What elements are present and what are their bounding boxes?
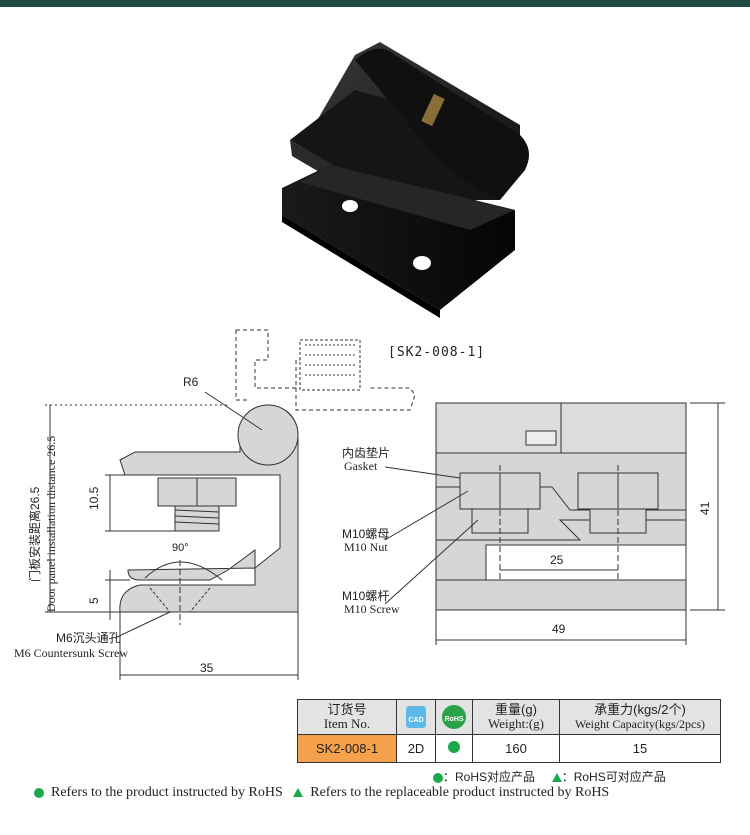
dim-35: 35 [200, 661, 214, 675]
technical-drawing [45, 329, 725, 680]
weight-header: 重量(g) Weight:(g) [472, 699, 560, 735]
product-code-label: [SK2-008-1] [388, 345, 486, 360]
header-bar [0, 0, 750, 7]
item-header: 订货号 Item No. [297, 699, 397, 735]
cad-header: CAD [396, 699, 436, 735]
legend-cn: ：RoHS对应产品 ：RoHS可对应产品 [433, 768, 666, 785]
rohs-icon: RoHS [442, 705, 466, 729]
nut-label-en: M10 Nut [344, 540, 388, 554]
capacity-header: 承重力(kgs/2个) Weight Capacity(kgs/2pcs) [559, 699, 721, 735]
screw-label-en: M10 Screw [344, 602, 400, 616]
gasket-label-cn: 内齿垫片 [342, 446, 391, 460]
rohs-header: RoHS [435, 699, 473, 735]
product-photo [282, 42, 529, 318]
side-label-cn: 门板安装距离26.5 [28, 486, 42, 582]
item-number-cell: SK2-008-1 [297, 734, 397, 763]
dim-49: 49 [552, 622, 566, 636]
rohs-dot-icon [433, 772, 443, 783]
rohs-dot-icon [34, 787, 44, 798]
triangle-icon [551, 773, 562, 783]
side-label-en: Door panel installation distance 26.5 [44, 435, 58, 612]
angle-label: 90° [172, 542, 189, 554]
rohs-dot-icon [448, 741, 460, 753]
radius-label: R6 [183, 375, 199, 389]
screw-label-cn: M10螺杆 [342, 589, 390, 603]
weight-cell: 160 [472, 734, 560, 763]
triangle-icon [293, 788, 304, 798]
capacity-cell: 15 [559, 734, 721, 763]
dim-10-5: 10.5 [87, 486, 101, 510]
dim-25: 25 [550, 553, 564, 567]
legend-en: Refers to the product instructed by RoHS… [34, 785, 609, 801]
nut-label-cn: M10螺母 [342, 527, 390, 541]
gasket-label-en: Gasket [344, 459, 378, 473]
m6-label-en: M6 Countersunk Screw [14, 646, 128, 660]
spec-table: 订货号 Item No. CAD RoHS 重量(g) Weight:(g) 承… [297, 699, 721, 763]
dim-5: 5 [87, 597, 101, 604]
rohs-cell [435, 734, 473, 763]
dim-41: 41 [698, 501, 712, 515]
cad-cell[interactable]: 2D [396, 734, 436, 763]
m6-label-cn: M6沉头通孔 [56, 631, 121, 645]
cad-icon: CAD [406, 706, 426, 728]
